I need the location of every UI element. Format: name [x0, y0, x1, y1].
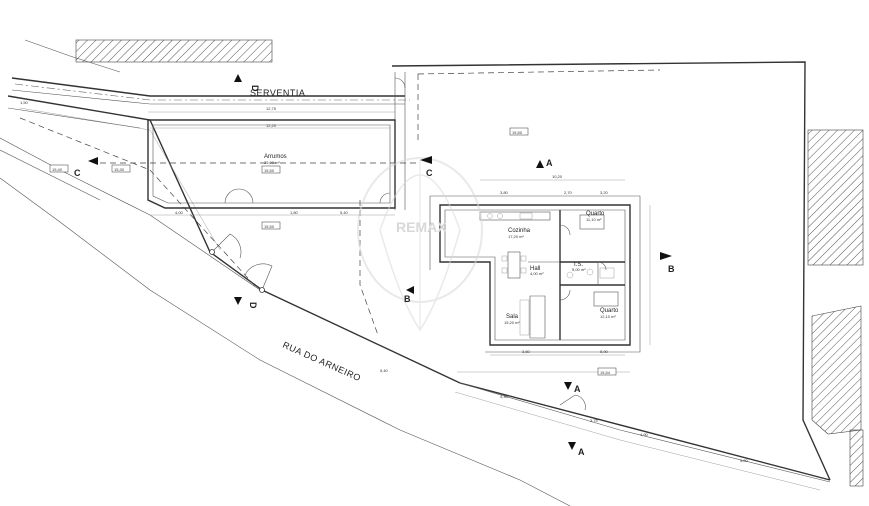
- living-room-name: Sala: [506, 314, 519, 320]
- section-a-middle: A: [574, 384, 581, 394]
- hall-room-name: Hall: [530, 266, 540, 272]
- dim-house-width: 10,20: [552, 174, 563, 179]
- dimension-lines: [148, 111, 651, 373]
- neighbour-building-corner: [849, 429, 864, 487]
- level-left: 15,40: [52, 167, 63, 172]
- dim-house-bottom-b: 5,90: [600, 349, 609, 354]
- section-b-left: B: [404, 294, 411, 304]
- dim-house-top-c: 3,20: [600, 190, 609, 195]
- section-a-top: A: [546, 158, 553, 168]
- dim-road-seg-d: 5,80: [740, 458, 749, 463]
- bedroom-2-area: 12,10 m²: [600, 314, 616, 319]
- dim-house-top-b: 2,70: [564, 190, 573, 195]
- dim-storage-seg-a: 4,00: [175, 210, 184, 215]
- bedroom-2-name: Quarto: [600, 308, 619, 314]
- wc-room-area: 5,00 m²: [572, 267, 586, 272]
- level-storage-center: 15,50: [264, 168, 275, 173]
- watermark: [357, 157, 483, 332]
- level-tags: [49, 127, 617, 376]
- section-d-bottom: D: [248, 302, 258, 309]
- dim-road-seg-a: 4,30: [500, 394, 509, 399]
- servitude-label: SERVENTIA: [250, 88, 305, 98]
- storage-room-name: Arrumos: [264, 154, 287, 160]
- kitchen-room-area: 17,20 m²: [508, 234, 524, 239]
- level-yard: 15,50: [512, 130, 523, 135]
- bedroom-1-name: Quarto: [586, 211, 605, 217]
- plot-boundary: [359, 61, 831, 481]
- neighbour-buildings: [75, 39, 864, 487]
- dim-storage-inner: 12,20: [266, 123, 277, 128]
- dim-storage-seg-b: 1,80: [290, 210, 299, 215]
- watermark-text: REMAX: [396, 219, 447, 235]
- gates: [209, 233, 586, 411]
- servitude-strip: [11, 72, 410, 210]
- level-storage-front: 15,50: [264, 224, 275, 229]
- living-room-area: 15,20 m²: [504, 320, 520, 325]
- level-storage-left: 15,30: [114, 167, 125, 172]
- dim-house-bottom-a: 3,80: [522, 349, 531, 354]
- road-lines: [0, 39, 831, 506]
- section-c-left: C: [74, 168, 81, 178]
- dim-servitude-width: 1,50: [20, 100, 29, 105]
- hall-room-area: 4,00 m²: [530, 271, 544, 276]
- section-markers: [88, 74, 672, 450]
- level-house-front: 15,54: [600, 370, 611, 375]
- neighbour-building-right-bottom: [811, 305, 862, 435]
- neighbour-building-right-top: [807, 129, 864, 266]
- kitchen-room-name: Cozinha: [508, 228, 531, 234]
- section-d-top: D: [250, 85, 260, 92]
- dim-road-seg-e: 5,40: [380, 368, 389, 373]
- dim-house-top-a: 3,80: [500, 190, 509, 195]
- section-b-right: B: [668, 264, 675, 274]
- storage-room-area: 35,00 m²: [264, 160, 280, 165]
- bedroom-1-area: 11,10 m²: [586, 217, 602, 222]
- dim-storage-seg-c: 5,40: [340, 210, 349, 215]
- wc-room-name: I.S.: [574, 262, 583, 268]
- section-a-bottom: A: [578, 447, 585, 457]
- storage-building: [100, 77, 420, 209]
- dim-overall-storage: 12,75: [266, 106, 277, 111]
- dim-road-seg-b: 3,75: [590, 418, 599, 423]
- neighbour-building-top: [75, 39, 273, 63]
- dim-road-seg-c: 4,90: [640, 432, 649, 437]
- section-c-right: C: [426, 168, 433, 178]
